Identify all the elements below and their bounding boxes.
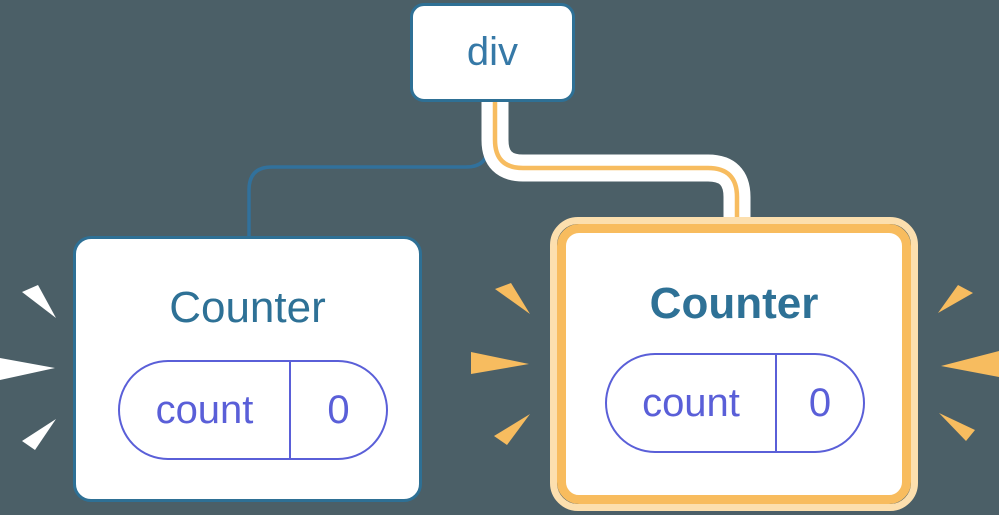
edge-root-to-right-counter-outline [481, 98, 751, 224]
burst-ray [938, 285, 973, 313]
right-counter-burst-right-icon [938, 285, 999, 441]
counter-title: Counter [649, 279, 819, 328]
state-key: count [607, 355, 777, 451]
burst-ray [22, 285, 56, 318]
burst-ray [941, 351, 999, 377]
state-value: 0 [327, 387, 350, 432]
state-key: count [120, 362, 291, 458]
state-badge: count 0 [118, 360, 388, 460]
left-counter-burst-icon [0, 285, 56, 450]
burst-ray [471, 352, 529, 374]
root-node: div [410, 3, 575, 102]
burst-ray [495, 283, 530, 314]
right-counter-burst-left-icon [471, 283, 530, 445]
burst-ray [939, 413, 975, 441]
edge-root-to-left-counter [247, 100, 490, 240]
counter-node-right-highlight-ring: Counter count 0 [550, 217, 918, 511]
counter-node-right: Counter count 0 [557, 224, 911, 504]
burst-ray [0, 358, 55, 380]
burst-ray [22, 419, 56, 450]
state-badge: count 0 [605, 353, 865, 453]
root-node-label: div [466, 30, 519, 74]
edge-root-to-right-counter [492, 98, 740, 224]
counter-node-left: Counter count 0 [73, 236, 422, 502]
counter-title: Counter [169, 283, 326, 332]
burst-ray [494, 414, 530, 445]
state-value: 0 [808, 380, 832, 425]
